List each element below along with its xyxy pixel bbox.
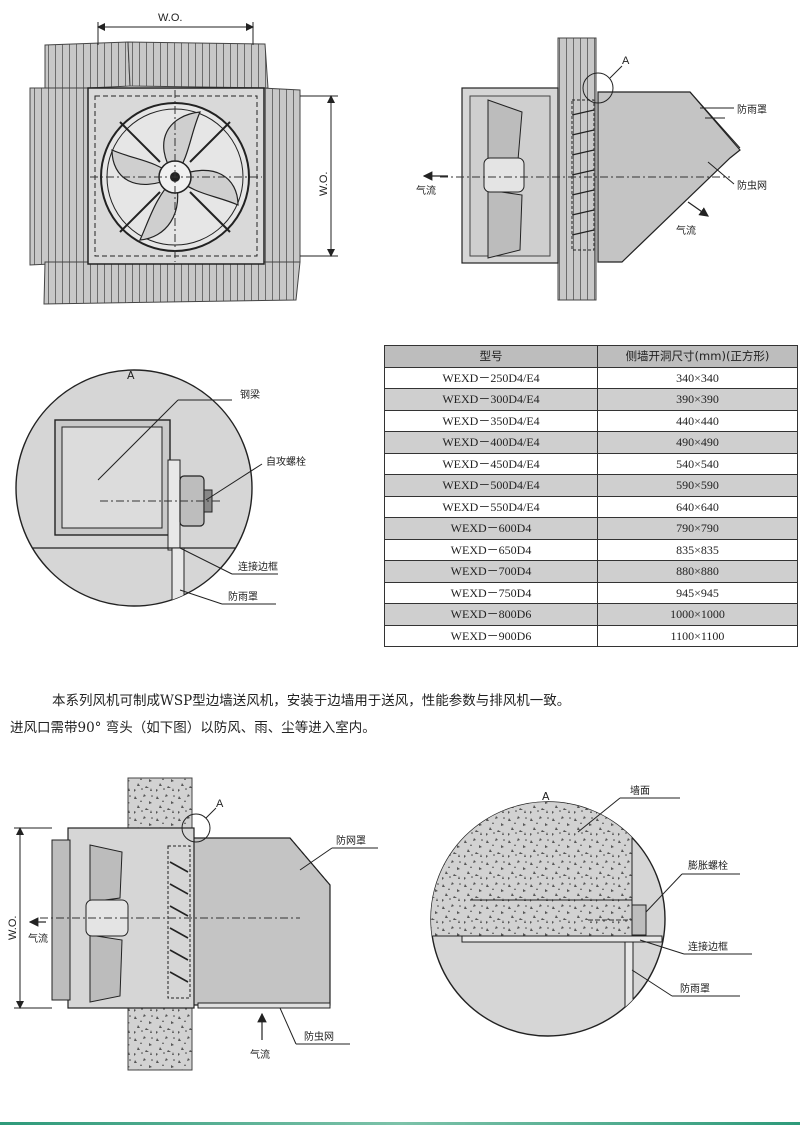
cell-model: WEXD－250D4/E4	[384, 366, 598, 389]
side-supply-drawing: A W.O. 防网罩 气流 气流 防虫网	[7, 777, 378, 1071]
label-insect-net-supply: 防虫网	[304, 1030, 334, 1043]
cell-size: 1000×1000	[597, 603, 798, 626]
spec-table-header: 型号 侧墙开洞尺寸(mm)(正方形)	[384, 345, 798, 368]
label-mesh-cover: 防网罩	[336, 834, 366, 847]
label-rain-cover-detail: 防雨罩	[228, 590, 258, 603]
label-rain-cover-wall: 防雨罩	[680, 982, 710, 995]
description-paragraph: 本系列风机可制成WSP型边墙送风机，安装于边墙用于送风，性能参数与排风机一致。 …	[10, 688, 790, 742]
cell-model: WEXD－550D4/E4	[384, 495, 598, 518]
bottom-divider	[0, 1122, 800, 1125]
cell-size: 640×640	[597, 495, 798, 518]
cell-model: WEXD－750D4	[384, 581, 598, 604]
cell-model: WEXD－500D4/E4	[384, 474, 598, 497]
label-connecting-frame: 连接边框	[238, 560, 278, 573]
cell-size: 590×590	[597, 474, 798, 497]
dim-side-label: W.O.	[318, 172, 330, 196]
side-view-drawing: A 防雨罩 防虫网 气流 气流	[416, 37, 767, 301]
dim-top-label: W.O.	[158, 12, 182, 24]
header-model: 型号	[384, 345, 598, 368]
cell-size: 540×540	[597, 452, 798, 475]
detail-a-beam-drawing: A 钢梁 自攻螺栓 连接边框 防雨罩	[15, 369, 306, 607]
label-wall-surface: 墙面	[630, 784, 650, 797]
cell-model: WEXD－900D6	[384, 624, 598, 647]
cell-size: 880×880	[597, 560, 798, 583]
cell-model: WEXD－450D4/E4	[384, 452, 598, 475]
cell-model: WEXD－350D4/E4	[384, 409, 598, 432]
label-steel-beam: 钢梁	[240, 388, 260, 401]
cell-size: 790×790	[597, 517, 798, 540]
cell-model: WEXD－700D4	[384, 560, 598, 583]
side-detail-marker: A	[622, 55, 630, 67]
label-rain-cover: 防雨罩	[737, 103, 767, 116]
cell-size: 440×440	[597, 409, 798, 432]
label-airflow-bottom: 气流	[250, 1048, 270, 1061]
cell-model: WEXD－600D4	[384, 517, 598, 540]
cell-size: 340×340	[597, 366, 798, 389]
supply-detail-marker: A	[216, 798, 224, 810]
label-airflow-left: 气流	[28, 932, 48, 945]
cell-size: 945×945	[597, 581, 798, 604]
cell-model: WEXD－400D4/E4	[384, 431, 598, 454]
label-airflow-in: 气流	[416, 184, 436, 197]
cell-model: WEXD－800D6	[384, 603, 598, 626]
front-view-drawing: W.O. W.O.	[29, 12, 338, 305]
cell-size: 1100×1100	[597, 624, 798, 647]
cell-size: 835×835	[597, 538, 798, 561]
label-connecting-frame-wall: 连接边框	[688, 940, 728, 953]
label-expansion-bolt: 膨胀螺栓	[688, 859, 728, 872]
label-tapping-bolt: 自攻螺栓	[266, 455, 306, 468]
header-size: 侧墙开洞尺寸(mm)(正方形)	[597, 345, 798, 368]
supply-dim-side: W.O.	[7, 916, 19, 940]
cell-size: 490×490	[597, 431, 798, 454]
cell-size: 390×390	[597, 388, 798, 411]
description-line-1: 本系列风机可制成WSP型边墙送风机，安装于边墙用于送风，性能参数与排风机一致。	[52, 693, 571, 709]
detail-a-beam-title: A	[127, 369, 135, 382]
cell-model: WEXD－300D4/E4	[384, 388, 598, 411]
description-line-2: 进风口需带90° 弯头（如下图）以防风、雨、尘等进入室内。	[10, 720, 376, 736]
detail-a-wall-drawing: A 墙面 膨胀螺栓 连接边框 防雨罩	[430, 784, 752, 1037]
cell-model: WEXD－650D4	[384, 538, 598, 561]
label-insect-net: 防虫网	[737, 179, 767, 192]
detail-a-wall-title: A	[542, 790, 550, 803]
label-airflow-out: 气流	[676, 224, 696, 237]
